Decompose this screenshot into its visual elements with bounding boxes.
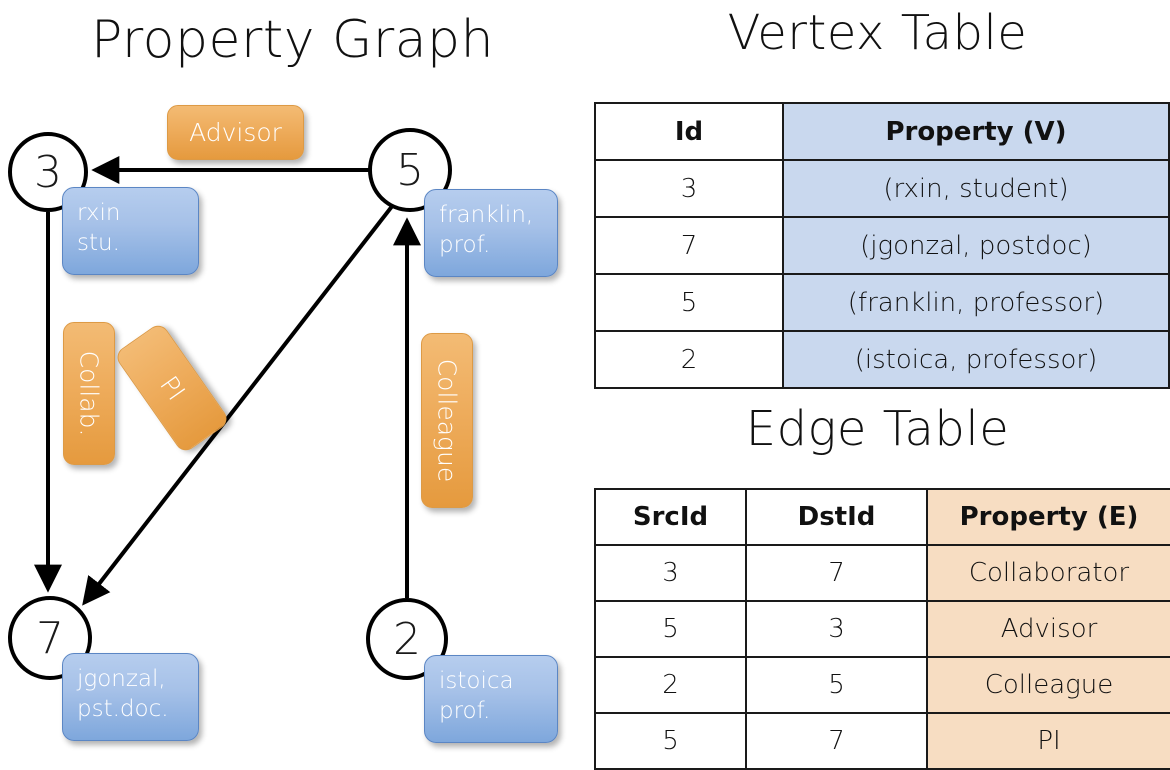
table-row: 5 (franklin, professor): [594, 273, 1170, 332]
edge-table-cell-srcid: 2: [594, 656, 747, 714]
vertex-table-cell-property: (franklin, professor): [782, 273, 1170, 332]
vertex-property-box-3: rxin stu.: [62, 187, 199, 275]
vertex-node-5[interactable]: 5: [368, 128, 452, 212]
edge-table-cell-dstid: 5: [745, 656, 928, 714]
edge-table-cell-property: Collaborator: [926, 544, 1170, 602]
edge-table-cell-srcid: 5: [594, 712, 747, 770]
table-row: 2 (istoica, professor): [594, 330, 1170, 389]
edge-table-cell-property: Colleague: [926, 656, 1170, 714]
table-row: 3 7 Collaborator: [594, 544, 1170, 602]
vertex-node-2[interactable]: 2: [366, 598, 448, 680]
vertex-table-header-property: Property (V): [782, 102, 1170, 161]
table-row: 7 (jgonzal, postdoc): [594, 216, 1170, 275]
vertex-node-3-label: 3: [34, 146, 62, 198]
vertex-table-cell-property: (rxin, student): [782, 159, 1170, 218]
edge-table: SrcId DstId Property (E) 3 7 Collaborato…: [594, 488, 1170, 770]
vertex-property-box-5: franklin, prof.: [424, 189, 558, 277]
vertex-property-box-7: jgonzal, pst.doc.: [62, 653, 199, 741]
edge-table-cell-srcid: 3: [594, 544, 747, 602]
vertex-table-cell-id: 2: [594, 330, 784, 389]
edge-table-header-srcid: SrcId: [594, 488, 747, 546]
vertex-property-box-2: istoica prof.: [424, 655, 558, 743]
edge-table-header-dstid: DstId: [745, 488, 928, 546]
vertex-table-header-id: Id: [594, 102, 784, 161]
edge-label-collab: Collab.: [63, 322, 115, 465]
vertex-table-cell-id: 7: [594, 216, 784, 275]
edge-table-cell-dstid: 7: [745, 544, 928, 602]
vertex-table-cell-id: 5: [594, 273, 784, 332]
edge-table-cell-dstid: 3: [745, 600, 928, 658]
table-header-row: Id Property (V): [594, 102, 1170, 161]
table-row: 2 5 Colleague: [594, 656, 1170, 714]
table-header-row: SrcId DstId Property (E): [594, 488, 1170, 546]
vertex-table-cell-id: 3: [594, 159, 784, 218]
edge-label-advisor: Advisor: [167, 105, 304, 160]
vertex-table: Id Property (V) 3 (rxin, student) 7 (jgo…: [594, 102, 1170, 389]
edge-label-collab-text: Collab.: [74, 350, 104, 437]
edge-label-pi-text: PI: [153, 370, 191, 406]
vertex-table-cell-property: (istoica, professor): [782, 330, 1170, 389]
table-row: 3 (rxin, student): [594, 159, 1170, 218]
vertex-table-cell-property: (jgonzal, postdoc): [782, 216, 1170, 275]
vertex-node-2-label: 2: [393, 613, 421, 665]
vertex-node-7-label: 7: [36, 612, 64, 664]
edge-table-cell-property: PI: [926, 712, 1170, 770]
page-title-edge-table: Edge Table: [745, 401, 1010, 457]
edge-table-cell-property: Advisor: [926, 600, 1170, 658]
page-title-property-graph: Property Graph: [90, 10, 495, 70]
edge-table-cell-srcid: 5: [594, 600, 747, 658]
edge-label-colleague: Colleague: [421, 333, 473, 508]
vertex-node-5-label: 5: [396, 144, 424, 196]
table-row: 5 7 PI: [594, 712, 1170, 770]
edge-label-advisor-text: Advisor: [189, 118, 282, 147]
edge-table-cell-dstid: 7: [745, 712, 928, 770]
edge-table-header-property: Property (E): [926, 488, 1170, 546]
edge-label-colleague-text: Colleague: [432, 358, 462, 483]
page-title-vertex-table: Vertex Table: [727, 5, 1028, 61]
table-row: 5 3 Advisor: [594, 600, 1170, 658]
graph-edges-layer: [34, 156, 421, 606]
edge-5-to-7: [82, 203, 395, 606]
property-graph-panel: Property Graph 3 5 7 2 rxin stu. frankli…: [0, 0, 585, 760]
